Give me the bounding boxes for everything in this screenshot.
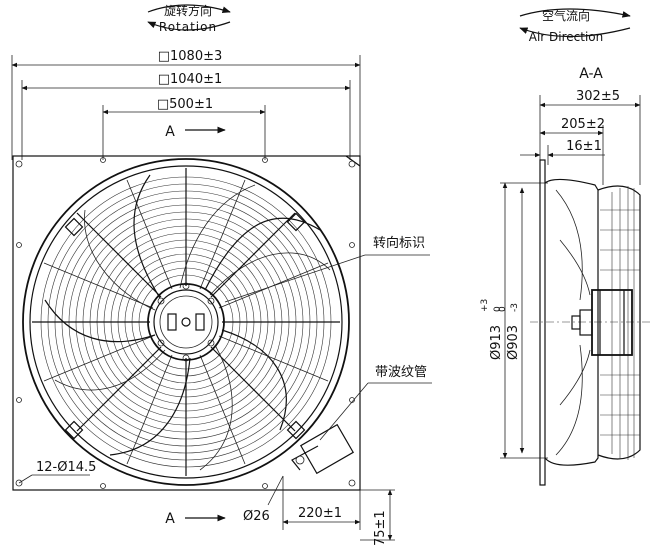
dia-inner-tol-lower: -3 (510, 303, 520, 312)
side-motor (571, 289, 633, 356)
dim-inner-label: □500±1 (157, 97, 213, 112)
dia-outer: Ø913 (489, 325, 504, 360)
mounting-plate (12, 155, 361, 491)
side-guard (597, 185, 641, 460)
rotation-header: 旋转方向 Rotation (147, 3, 231, 34)
dim-mid-label: □1040±1 (158, 72, 223, 87)
guard-clips (64, 212, 306, 440)
airflow-label-cn: 空气流向 (542, 8, 590, 23)
holes-label: 12-Ø14.5 (36, 460, 96, 475)
fan-blades (44, 174, 331, 471)
airflow-arrow-icon (519, 8, 631, 18)
front-view: □1080±3 □1040±1 □500±1 A (11, 49, 432, 546)
terminal-box (291, 423, 355, 475)
dia-outer-tol-lower: 0 (493, 306, 503, 312)
dia-outer-tol-upper: +3 (480, 299, 490, 312)
dim-offset-label: 220±1 (298, 506, 342, 521)
rotation-label-en: Rotation (159, 20, 217, 34)
fan-guard (22, 158, 350, 486)
dim-depth-small: 16±1 (566, 139, 602, 154)
section-title: A-A (579, 66, 603, 82)
callout-conduit: 带波纹管 (375, 365, 427, 380)
mounting-holes (15, 157, 356, 489)
motor-hub (147, 282, 225, 362)
airflow-label-en: Air Direction (529, 30, 604, 44)
dim-outer-label: □1080±3 (158, 49, 223, 64)
dia-inner: Ø903 (506, 325, 521, 360)
section-mark-top: A (165, 124, 175, 140)
side-view: A-A 302±5 205±2 16±1 Ø913 +3 0 Ø903 0 -3 (480, 66, 652, 486)
dim-vertical-label: 75±1 (373, 510, 388, 546)
dim-depth-mid: 205±2 (561, 117, 605, 132)
side-plate (539, 159, 546, 486)
callout-rotation-mark: 转向标识 (373, 235, 425, 251)
dia-inner-tol-upper: 0 (498, 306, 508, 312)
airflow-header: 空气流向 Air Direction (519, 8, 631, 44)
cable-dia-label: Ø26 (243, 509, 270, 524)
section-mark-bottom: A (165, 511, 175, 527)
rotation-label-cn: 旋转方向 (164, 3, 212, 18)
dim-depth-total: 302±5 (576, 89, 620, 104)
rotation-arrow-icon (147, 4, 231, 13)
